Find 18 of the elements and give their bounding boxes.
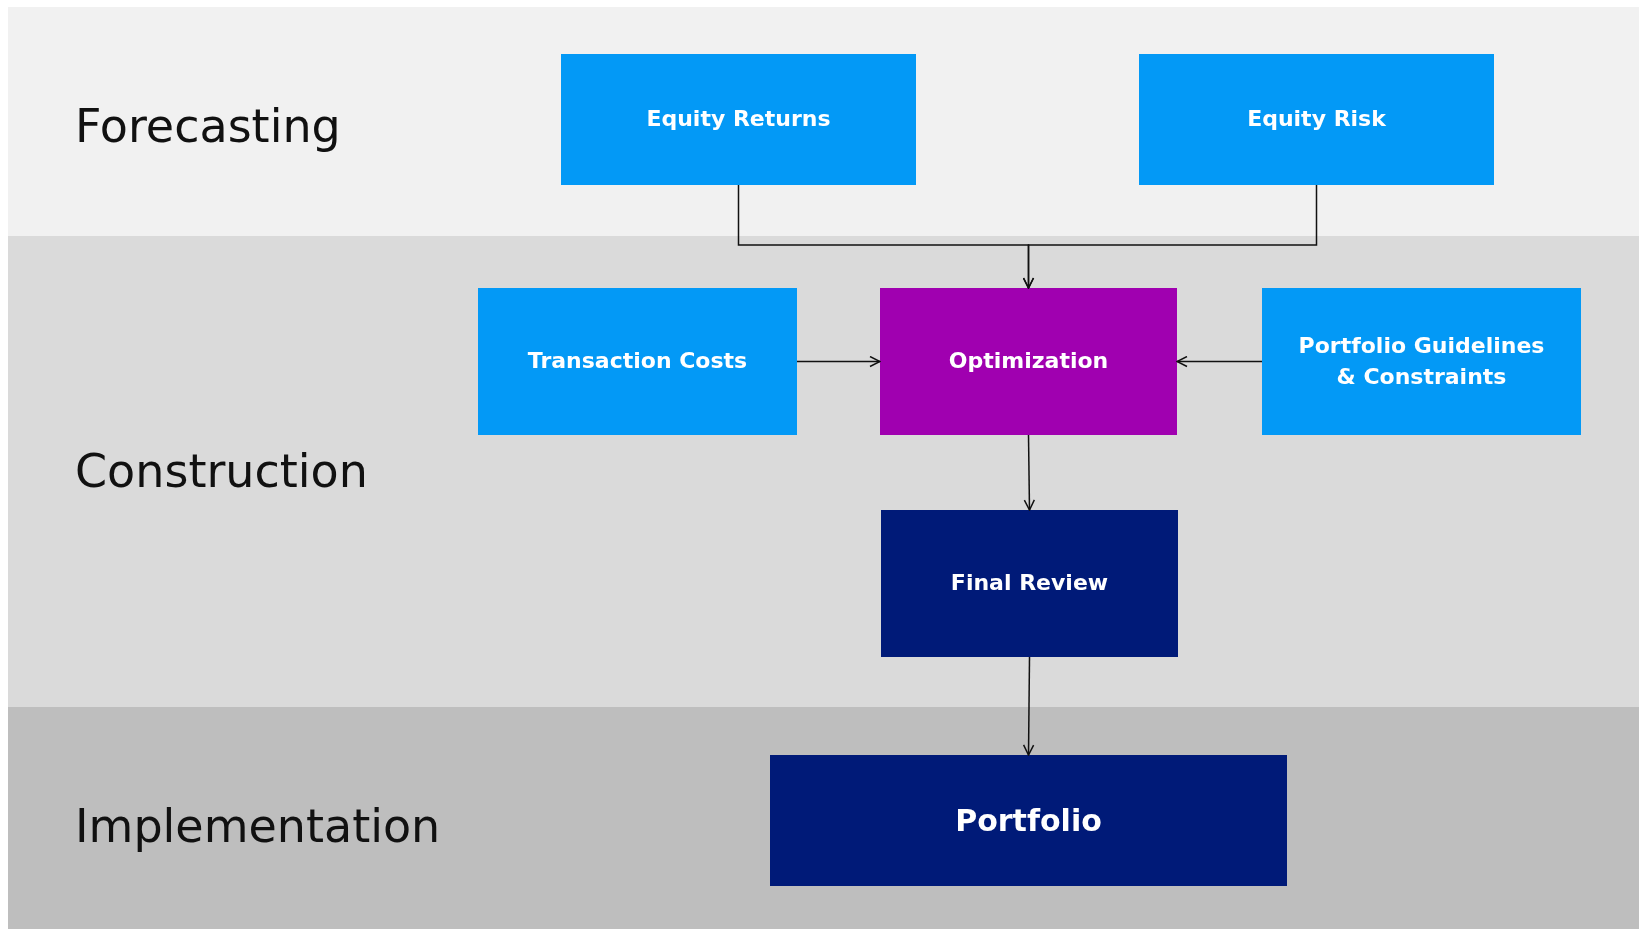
swimlane-band — [8, 707, 1639, 929]
lane-title: Forecasting — [75, 99, 341, 153]
process-box: Equity Returns — [561, 54, 916, 185]
process-box: Portfolio Guidelines & Constraints — [1262, 288, 1581, 435]
arrow — [1022, 656, 1035, 756]
swimlane-band — [8, 236, 1639, 707]
swimlane-band — [8, 7, 1639, 236]
arrow — [1022, 184, 1318, 289]
lane-title: Construction — [75, 444, 368, 498]
process-box: Optimization — [880, 288, 1177, 435]
arrow — [1176, 355, 1263, 368]
process-box: Portfolio — [770, 755, 1287, 886]
process-box: Transaction Costs — [478, 288, 797, 435]
arrow — [796, 355, 881, 368]
process-box: Final Review — [881, 510, 1178, 657]
lane-title: Implementation — [75, 799, 441, 853]
process-box: Equity Risk — [1139, 54, 1494, 185]
arrow — [1023, 434, 1036, 511]
